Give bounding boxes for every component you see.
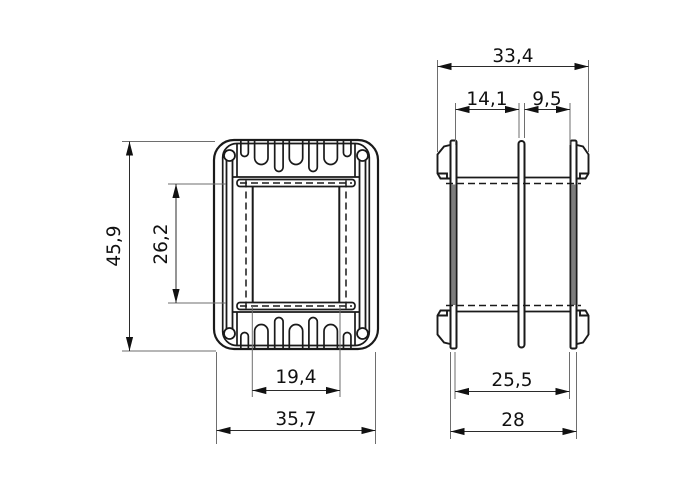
- label-flange-span: 28: [501, 410, 525, 431]
- front-view: [212, 138, 380, 351]
- label-window-height: 26,2: [151, 223, 172, 264]
- winding-window: [251, 186, 341, 303]
- flange-inner-contour: [221, 142, 371, 347]
- snap-latches: [436, 142, 590, 347]
- core-tube-edges: [456, 176, 571, 313]
- body-outline: [212, 138, 380, 351]
- flange-section-shading: [451, 184, 576, 305]
- front-hidden-edges: [240, 180, 352, 309]
- label-section-left: 14,1: [466, 89, 507, 110]
- label-overall-width: 35,7: [275, 409, 316, 430]
- label-side-overall: 33,4: [492, 46, 533, 67]
- corner-pin-holes: [223, 149, 369, 340]
- center-flange-plate: [517, 140, 526, 349]
- bottom-terminal-comb: [233, 311, 359, 349]
- label-section-right: 9,5: [532, 89, 561, 110]
- top-terminal-comb: [233, 140, 359, 178]
- dimension-labels: 45,9 26,2 19,4 35,7 33,4 14,1 9,5 25,5 2…: [104, 46, 562, 431]
- side-view: [436, 139, 590, 350]
- side-hidden-edges: [446, 182, 581, 307]
- label-winding-length: 25,5: [491, 370, 532, 391]
- label-overall-height: 45,9: [104, 225, 125, 266]
- label-window-width: 19,4: [275, 367, 316, 388]
- side-pin-rails: [225, 155, 367, 334]
- dimension-lines: [125, 62, 589, 436]
